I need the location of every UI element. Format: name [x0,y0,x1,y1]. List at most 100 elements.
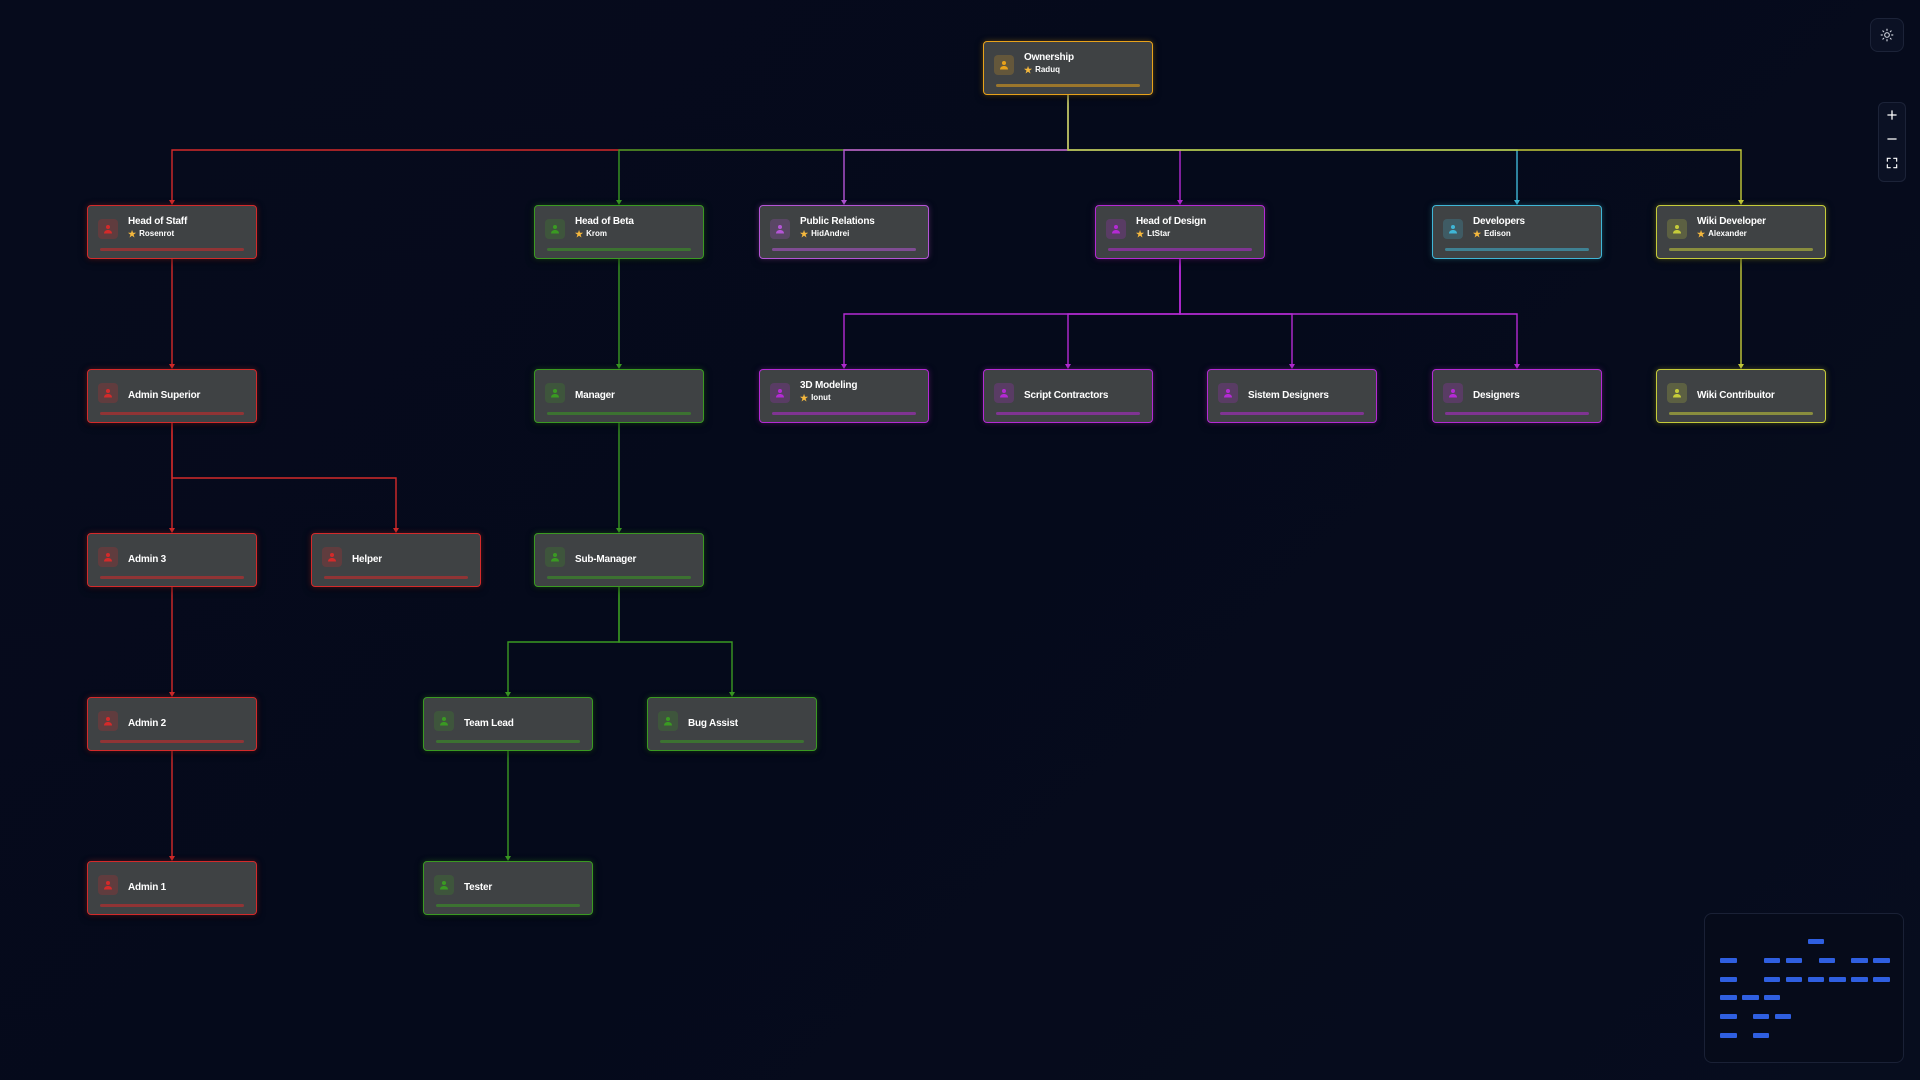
user-group-icon [776,225,784,234]
holder-name: HidAndrei [811,229,850,238]
zoom-in-button[interactable] [1880,103,1904,127]
role-icon [322,547,342,567]
minimap-node [1774,1014,1792,1020]
node-title: Designers [1473,390,1520,401]
node-team-lead[interactable]: Team Lead [423,697,593,751]
role-icon [545,547,565,567]
user-group-icon [1673,225,1681,234]
minimap-node [1829,976,1847,982]
theme-toggle-button[interactable] [1875,23,1899,47]
user-group-icon [1449,225,1457,234]
holder-name: Rosenrot [139,229,175,238]
minimap-node [1720,995,1737,1001]
node-holder: ★Alexander [1697,229,1747,238]
minimap-node [1720,976,1737,982]
role-icon [434,875,454,895]
node-3d-modeling[interactable]: 3D Modeling★Ionut [759,369,929,423]
role-icon [994,383,1014,403]
minimap-node [1741,995,1759,1001]
node-admin-2[interactable]: Admin 2 [87,697,257,751]
user-group-icon [551,553,559,562]
node-head-of-design[interactable]: Head of Design★LtStar [1095,205,1265,259]
node-accent-bar [100,740,244,743]
user-group-icon [551,225,559,234]
node-manager[interactable]: Manager [534,369,704,423]
user-group-icon [1224,389,1232,398]
zoom-controls [1878,102,1906,182]
node-title: Sub-Manager [575,554,637,565]
edge-head-of-beta-manager [616,259,622,369]
node-bug-assist[interactable]: Bug Assist [647,697,817,751]
node-accent-bar [772,248,916,251]
node-sistem-designers[interactable]: Sistem Designers [1207,369,1377,423]
node-wiki-developer[interactable]: Wiki Developer★Alexander [1656,205,1826,259]
edge-head-of-design-designers [1179,259,1520,369]
edge-team-lead-tester [505,751,511,861]
node-title: Admin 1 [128,882,167,893]
node-developers[interactable]: Developers★Edison [1432,205,1602,259]
node-title: Head of Design [1136,216,1206,227]
node-script-contractors[interactable]: Script Contractors [983,369,1153,423]
user-group-icon [328,553,336,562]
node-admin-1[interactable]: Admin 1 [87,861,257,915]
node-title: Script Contractors [1024,390,1109,401]
edge-ownership-wiki-developer [1067,95,1744,205]
role-icon [770,219,790,239]
star-icon: ★ [800,228,809,239]
minimap-node [1720,1014,1737,1020]
star-icon: ★ [1473,228,1482,239]
zoom-out-button[interactable] [1880,127,1904,151]
user-group-icon [104,553,112,562]
node-accent-bar [100,576,244,579]
minimap-node [1752,1014,1770,1020]
minus-icon [1887,138,1897,140]
holder-name: Alexander [1708,229,1747,238]
holder-name: Raduq [1035,65,1060,74]
minimap-node [1785,957,1803,963]
node-helper[interactable]: Helper [311,533,481,587]
edge-sub-manager-bug-assist [618,587,735,697]
edge-admin-2-admin-1 [169,751,175,861]
node-accent-bar [996,412,1140,415]
node-title: 3D Modeling [800,380,858,391]
user-group-icon [104,389,112,398]
node-title: Tester [464,882,493,893]
node-designers[interactable]: Designers [1432,369,1602,423]
node-public-relations[interactable]: Public Relations★HidAndrei [759,205,929,259]
node-wiki-contributor[interactable]: Wiki Contribuitor [1656,369,1826,423]
holder-name: Krom [586,229,607,238]
node-accent-bar [436,904,580,907]
minimap-node [1807,976,1825,982]
user-group-icon [1112,225,1120,234]
node-holder: ★HidAndrei [800,229,849,238]
edge-admin-3-admin-2 [169,587,175,697]
role-icon [545,383,565,403]
node-title: Helper [352,554,382,565]
role-icon [1106,219,1126,239]
node-admin-superior[interactable]: Admin Superior [87,369,257,423]
role-icon [434,711,454,731]
node-accent-bar [324,576,468,579]
minimap-node [1873,957,1890,963]
node-ownership[interactable]: Ownership★Raduq [983,41,1153,95]
theme-control [1870,18,1904,52]
node-tester[interactable]: Tester [423,861,593,915]
role-icon [994,55,1014,75]
user-group-icon [440,717,448,726]
user-group-icon [104,881,112,890]
minimap-node [1720,957,1737,963]
node-accent-bar [1669,412,1813,415]
minimap-node [1763,976,1781,982]
minimap[interactable] [1704,913,1904,1063]
minimap-node [1785,976,1803,982]
node-head-of-beta[interactable]: Head of Beta★Krom [534,205,704,259]
role-icon [98,383,118,403]
node-accent-bar [547,248,691,251]
node-sub-manager[interactable]: Sub-Manager [534,533,704,587]
node-admin-3[interactable]: Admin 3 [87,533,257,587]
user-group-icon [1000,61,1008,70]
fit-view-button[interactable] [1880,151,1904,175]
node-head-of-staff[interactable]: Head of Staff★Rosenrot [87,205,257,259]
